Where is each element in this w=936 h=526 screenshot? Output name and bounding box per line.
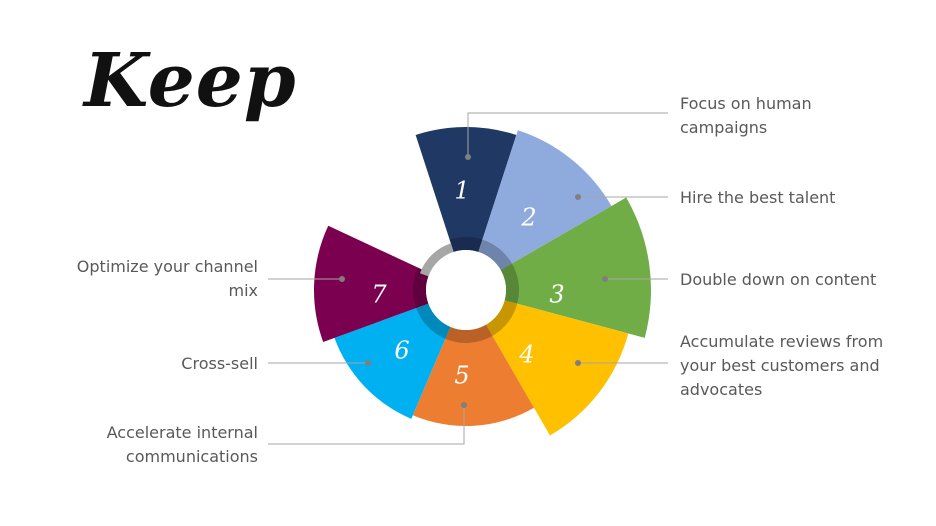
connector-1 [467, 112, 668, 157]
segment-number-5: 5 [454, 362, 469, 390]
label-4-line-1: Accumulate reviews from [680, 332, 884, 351]
label-6: Cross-sell [181, 352, 258, 376]
segment-2 [478, 130, 612, 270]
segment-number-2: 2 [520, 204, 536, 232]
segment-4-ring-shade [486, 300, 518, 336]
segment-number-7: 7 [371, 281, 387, 309]
label-7-line-1: Optimize your channel [76, 257, 258, 276]
label-4-line-2: your best customers and [680, 356, 880, 375]
center-ring-gap [419, 243, 454, 277]
label-4: Accumulate reviews from your best custom… [680, 330, 883, 402]
segment-1-ring-shade [449, 237, 483, 252]
label-1-line-1: Focus on human [680, 94, 812, 113]
segment-number-3: 3 [549, 281, 564, 309]
segment-6 [334, 303, 451, 419]
label-4-line-3: advocates [680, 380, 763, 399]
center-hole [426, 250, 506, 330]
label-1-line-2: campaigns [680, 118, 768, 137]
segment-3-ring-shade [500, 263, 519, 304]
connector-dot-5 [461, 402, 467, 408]
connector-dot-2 [575, 194, 581, 200]
segment-6-ring-shade [416, 303, 451, 339]
segment-7 [314, 225, 430, 342]
connector-dot-4 [575, 360, 581, 366]
segment-5 [412, 324, 534, 426]
label-3-line-1: Double down on content [680, 270, 877, 289]
label-5-line-1: Accelerate internal [106, 423, 258, 442]
label-5-line-2: communications [125, 447, 258, 466]
connector-dot-7 [339, 276, 345, 282]
label-2-line-1: Hire the best talent [680, 188, 836, 207]
label-2: Hire the best talent [680, 186, 835, 210]
segment-number-1: 1 [454, 177, 469, 205]
label-1: Focus on human campaigns [680, 92, 812, 140]
label-7: Optimize your channel mix [77, 255, 258, 303]
segment-number-4: 4 [518, 341, 534, 369]
segment-2-ring-shade [478, 239, 512, 270]
label-5: Accelerate internal communications [107, 421, 258, 469]
label-6-line-1: Cross-sell [181, 354, 258, 373]
label-3: Double down on content [680, 268, 876, 292]
page-title: Keep [84, 38, 297, 124]
segment-number-6: 6 [394, 337, 409, 365]
segment-7-ring-shade [413, 267, 430, 309]
label-7-line-2: mix [228, 281, 259, 300]
segment-5-ring-shade [445, 324, 493, 343]
connector-dot-6 [365, 360, 371, 366]
segment-3 [500, 197, 651, 338]
segment-4 [486, 300, 629, 436]
segment-1 [415, 126, 517, 252]
connector-5 [268, 405, 465, 445]
connector-dot-1 [465, 154, 471, 160]
connector-dot-3 [602, 276, 608, 282]
